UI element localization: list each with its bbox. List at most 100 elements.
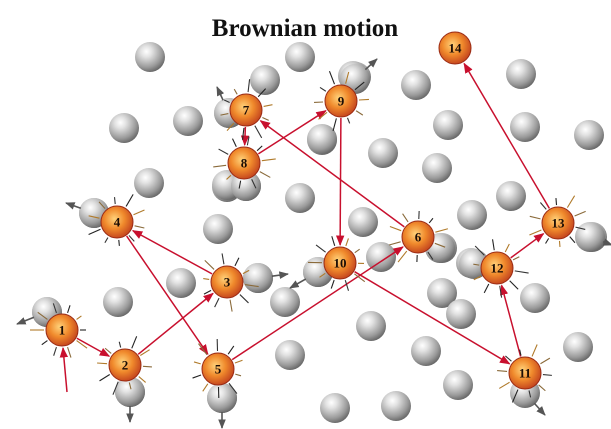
spark-line	[359, 99, 369, 100]
spark-line	[143, 366, 152, 367]
spark-line	[243, 128, 244, 140]
spark-line	[530, 216, 541, 219]
spark-line	[77, 316, 82, 320]
molecule	[307, 124, 337, 154]
spark-line	[262, 118, 268, 121]
spark-line	[398, 251, 407, 262]
spark-line	[429, 218, 433, 223]
molecule	[446, 299, 476, 329]
spark-line	[132, 336, 137, 348]
particle-number: 6	[415, 230, 422, 245]
spark-line	[204, 290, 211, 294]
spark-line	[219, 149, 229, 154]
molecule	[135, 42, 165, 72]
molecule	[250, 65, 280, 95]
spark-line	[235, 360, 243, 363]
particle-position-3: 3	[211, 266, 243, 298]
spark-line	[193, 375, 201, 378]
particle-position-13: 13	[542, 207, 574, 239]
path-segment	[77, 338, 109, 356]
particle-position-8: 8	[228, 147, 260, 179]
spark-line	[543, 375, 552, 376]
molecule	[574, 120, 604, 150]
particle-number: 8	[241, 156, 248, 171]
particle-number: 10	[334, 256, 347, 271]
molecule	[381, 391, 411, 421]
spark-line	[105, 348, 111, 353]
particle-number: 5	[215, 362, 222, 377]
spark-line	[133, 210, 144, 215]
spark-line	[540, 203, 546, 210]
spark-line	[331, 280, 334, 289]
particle-number: 7	[243, 103, 250, 118]
particle-position-4: 4	[101, 206, 133, 238]
path-entry-arrow	[63, 348, 67, 392]
push-arrow	[66, 203, 81, 208]
spark-line	[222, 253, 224, 264]
particle-position-7: 7	[230, 94, 262, 126]
colliding-molecule	[115, 377, 145, 407]
path-segment	[502, 285, 521, 356]
spark-line	[255, 126, 262, 138]
path-segment	[133, 231, 212, 274]
spark-line	[499, 382, 509, 388]
colliding-molecule	[243, 263, 273, 293]
spark-line	[389, 242, 401, 245]
molecule	[203, 214, 233, 244]
particle-position-11: 11	[509, 357, 541, 389]
molecule	[496, 181, 526, 211]
spark-line	[68, 347, 71, 357]
molecule	[103, 287, 133, 317]
spark-line	[228, 346, 234, 354]
path-segment	[340, 118, 341, 245]
push-arrow	[365, 59, 377, 70]
spark-line	[505, 356, 511, 361]
spark-line	[570, 237, 575, 243]
spark-line	[513, 257, 519, 260]
spark-line	[390, 226, 401, 230]
spark-line	[205, 260, 214, 269]
spark-line	[203, 279, 209, 280]
spark-line	[505, 244, 509, 252]
particle-position-10: 10	[324, 247, 356, 279]
spark-line	[262, 159, 276, 161]
molecule	[356, 311, 386, 341]
spark-line	[194, 362, 201, 364]
molecule	[506, 59, 536, 89]
spark-line	[532, 344, 537, 356]
spark-line	[346, 238, 349, 246]
spark-line	[497, 371, 507, 372]
spark-line	[97, 363, 107, 364]
particle-number: 11	[519, 366, 531, 381]
particle-number: 13	[552, 216, 566, 231]
molecule	[285, 183, 315, 213]
path-segment	[511, 234, 544, 258]
molecule	[368, 138, 398, 168]
spark-line	[316, 245, 326, 252]
spark-line	[355, 249, 360, 252]
spark-line	[135, 226, 145, 228]
molecule	[275, 340, 305, 370]
push-arrow	[17, 317, 34, 324]
path-segment	[245, 127, 246, 145]
molecule	[433, 110, 463, 140]
spark-line	[115, 197, 116, 204]
colliding-molecule	[575, 222, 605, 252]
spark-line	[100, 375, 110, 381]
molecule	[510, 112, 540, 142]
molecule	[443, 370, 473, 400]
spark-line	[198, 344, 207, 355]
spark-line	[230, 300, 232, 312]
spark-line	[89, 229, 101, 234]
spark-line	[332, 236, 335, 246]
spark-line	[515, 271, 529, 273]
push-arrow	[272, 274, 288, 276]
molecule	[563, 332, 593, 362]
spark-line	[42, 341, 48, 345]
spark-line	[235, 258, 239, 266]
molecule	[348, 207, 378, 237]
spark-line	[260, 172, 271, 178]
molecule	[320, 393, 350, 423]
